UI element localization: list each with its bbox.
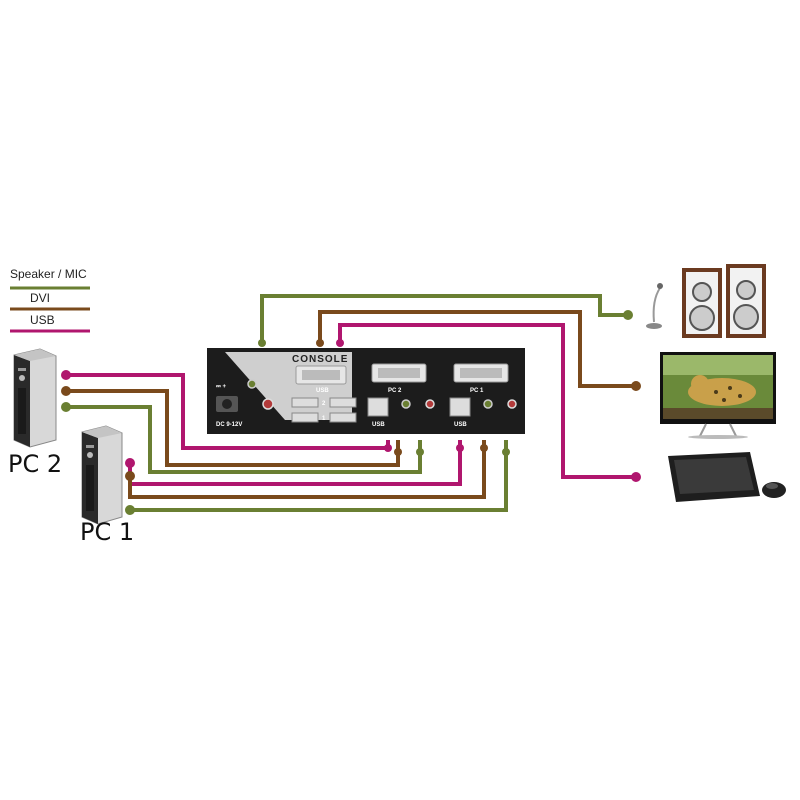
usb-port-2-number: 2 xyxy=(322,401,326,407)
terminal-dot xyxy=(125,505,135,515)
terminal-dot xyxy=(125,471,135,481)
pc2-usb-b-port xyxy=(367,397,389,417)
legend-label-usb: USB xyxy=(30,313,55,327)
terminal-dot xyxy=(502,448,510,456)
console-label: CONSOLE xyxy=(292,354,348,365)
cable-console-dvi xyxy=(318,310,636,388)
pc1-mic-jack xyxy=(507,399,517,409)
console-usb-port-1b xyxy=(329,412,357,423)
terminal-dot xyxy=(631,472,641,482)
console-usb-port-2a xyxy=(291,397,319,408)
dc-label: DC 9-12V xyxy=(216,422,242,428)
terminal-dot xyxy=(125,458,135,468)
console-headphone-jack xyxy=(247,379,257,389)
usb-port-1-number: 1 xyxy=(322,416,326,422)
pc1-audio-jack xyxy=(483,399,493,409)
console-usb-port-1a xyxy=(291,412,319,423)
monitor-icon xyxy=(660,352,776,439)
pc1-usb-label: USB xyxy=(454,422,467,428)
cable-console-audio xyxy=(260,294,628,343)
cables xyxy=(66,294,636,512)
pc2-mic-jack xyxy=(425,399,435,409)
cable-terminals xyxy=(61,310,641,515)
terminal-dot xyxy=(456,444,464,452)
terminal-dot xyxy=(61,402,71,412)
usb-label: USB xyxy=(316,388,329,394)
pc2-section-label: PC 2 xyxy=(388,388,402,394)
cable-pc2-dvi xyxy=(66,389,400,467)
terminal-dot xyxy=(384,444,392,452)
power-symbol: ⎓ + xyxy=(216,384,226,390)
pc1-section-label: PC 1 xyxy=(470,388,484,394)
cable-console-usb xyxy=(338,323,636,479)
cable-pc1-audio xyxy=(130,440,508,512)
pc1-tower-icon xyxy=(81,425,123,525)
pc1-label: PC 1 xyxy=(80,518,134,546)
pc2-usb-label: USB xyxy=(372,422,385,428)
kvm-switch: CONSOLE ⎓ + DC 9-12V USB 2 1 PC 2 USB PC… xyxy=(207,348,525,434)
terminal-dot xyxy=(61,370,71,380)
legend: Speaker / MIC DVI USB xyxy=(10,267,90,333)
cable-pc2-audio xyxy=(66,405,422,474)
pc2-tower-icon xyxy=(13,348,57,448)
terminal-dot xyxy=(416,448,424,456)
terminal-dot xyxy=(623,310,633,320)
pc1-usb-b-port xyxy=(449,397,471,417)
terminal-dot xyxy=(631,381,641,391)
pc2-label: PC 2 xyxy=(8,450,62,478)
console-usb-port-2b xyxy=(329,397,357,408)
terminal-dot xyxy=(316,339,324,347)
terminal-dot xyxy=(336,339,344,347)
keyboard-mouse-icon xyxy=(668,452,786,502)
speaker-microphone-icon xyxy=(646,264,766,338)
terminal-dot xyxy=(394,448,402,456)
console-mic-jack xyxy=(262,398,274,410)
cable-pc1-dvi xyxy=(128,440,486,499)
terminal-dot xyxy=(258,339,266,347)
terminal-dot xyxy=(480,444,488,452)
terminal-dot xyxy=(61,386,71,396)
pc2-audio-jack xyxy=(401,399,411,409)
legend-label-dvi: DVI xyxy=(30,291,50,305)
legend-label-audio: Speaker / MIC xyxy=(10,267,87,281)
